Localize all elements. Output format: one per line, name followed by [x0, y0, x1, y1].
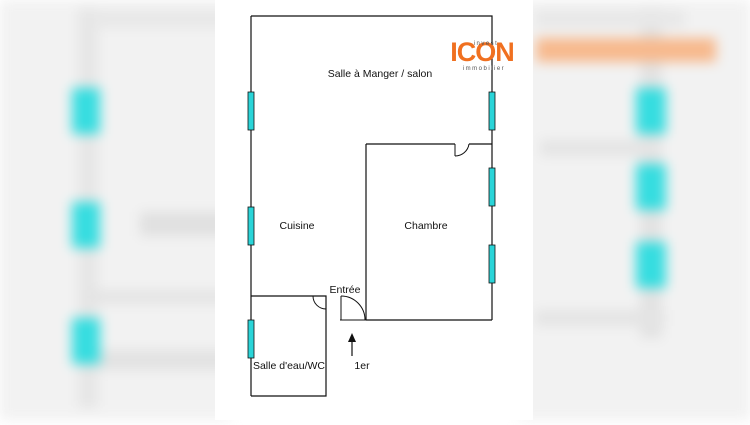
bedroom-door	[454, 143, 470, 157]
plan-panel	[215, 0, 533, 420]
window-bathroom	[247, 319, 255, 359]
bedroom-walls	[365, 143, 492, 321]
room-label-living: Salle à Manger / salon	[328, 68, 433, 80]
logo-brand: ICON	[450, 37, 514, 67]
window-bedroom-bottom	[488, 244, 496, 284]
bathroom-door	[300, 295, 327, 310]
room-label-bedroom: Chambre	[404, 220, 447, 232]
window-living-left	[247, 91, 255, 131]
floor-marker: 1er	[354, 360, 370, 372]
window-bedroom-top	[488, 167, 496, 207]
window-kitchen	[247, 206, 255, 246]
room-label-kitchen: Cuisine	[279, 220, 314, 232]
logo-sub-top: invest	[474, 41, 499, 47]
brand-logo: ICON invest immobilier	[450, 37, 515, 72]
room-label-bathroom: Salle d'eau/WC	[253, 360, 325, 372]
entry-arrow-icon	[348, 333, 356, 356]
logo-sub-bottom: immobilier	[463, 66, 505, 72]
entrance-door	[340, 295, 366, 321]
room-label-entrance: Entrée	[330, 284, 361, 296]
window-living-right	[488, 91, 496, 131]
windows	[247, 91, 496, 359]
